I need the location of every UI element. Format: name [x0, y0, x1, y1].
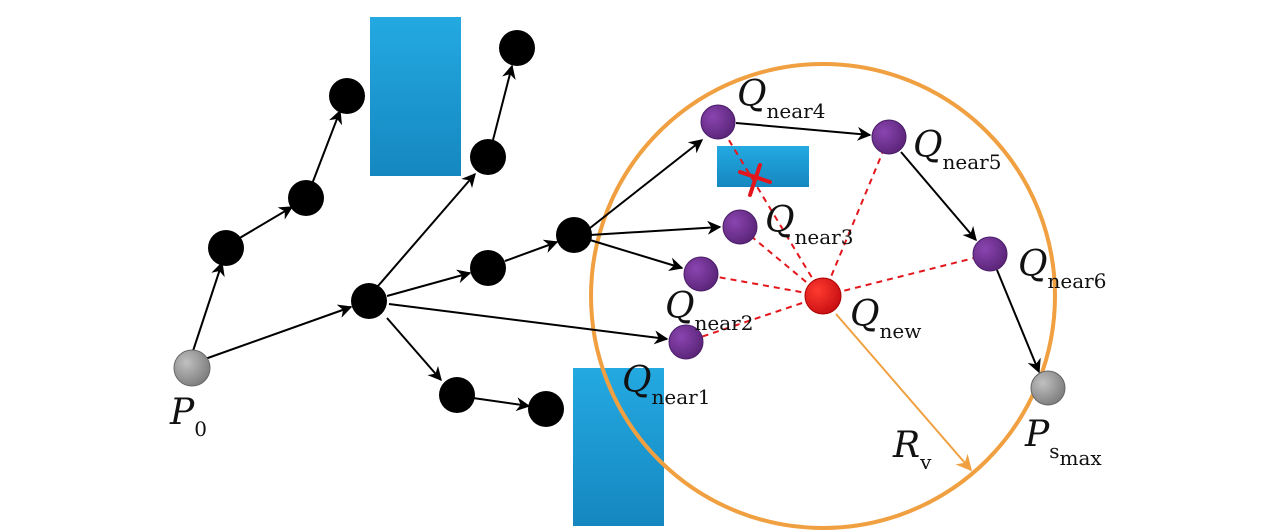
label-qnear6: Qnear6: [1018, 244, 1106, 293]
label-p0: P0: [169, 392, 207, 441]
dash-near2: [700, 273, 824, 297]
tree-node: [329, 78, 365, 114]
new-node: [804, 277, 842, 315]
tree-node: [288, 180, 324, 216]
candidate-connections: [685, 121, 991, 343]
radius-arrow: [835, 313, 973, 472]
tree-node: [208, 230, 244, 266]
label-qnear1: Qnear1: [622, 360, 710, 409]
tree-node: [470, 250, 506, 286]
near-node-6: [972, 236, 1008, 272]
tree-node: [439, 377, 475, 413]
dash-near1: [685, 295, 824, 343]
dash-near6: [822, 253, 991, 297]
tree-node: [528, 391, 564, 427]
label-qnear5: Qnear5: [913, 125, 1001, 174]
near-node-4: [700, 104, 736, 140]
tree-node: [470, 139, 506, 175]
obstacle-top-left: [370, 17, 461, 176]
dash-near4: [717, 121, 824, 297]
near-node-3: [722, 209, 758, 245]
label-qnew: Qnew: [850, 294, 921, 343]
tree-nodes: [208, 30, 592, 427]
tree-node: [499, 30, 535, 66]
label-rv: Rv: [892, 425, 932, 474]
start-node: [173, 349, 211, 387]
label-qnear4: Qnear4: [737, 74, 825, 123]
neighborhood-circle: [589, 62, 1057, 530]
near-node-5: [871, 119, 907, 155]
dash-near5: [822, 136, 890, 297]
near-node-2: [683, 256, 719, 292]
near-node-1: [668, 324, 704, 360]
label-qnear2: Qnear2: [665, 286, 753, 335]
tree-node: [351, 283, 387, 319]
collision-cross-icon: [738, 163, 772, 197]
label-ps: Psmax: [1024, 414, 1102, 470]
goal-node: [1030, 370, 1066, 406]
tree-edges: [190, 64, 1041, 412]
tree-node: [556, 217, 592, 253]
near-nodes: [668, 104, 1008, 360]
dash-near3: [739, 226, 824, 297]
label-qnear3: Qnear3: [765, 200, 853, 249]
